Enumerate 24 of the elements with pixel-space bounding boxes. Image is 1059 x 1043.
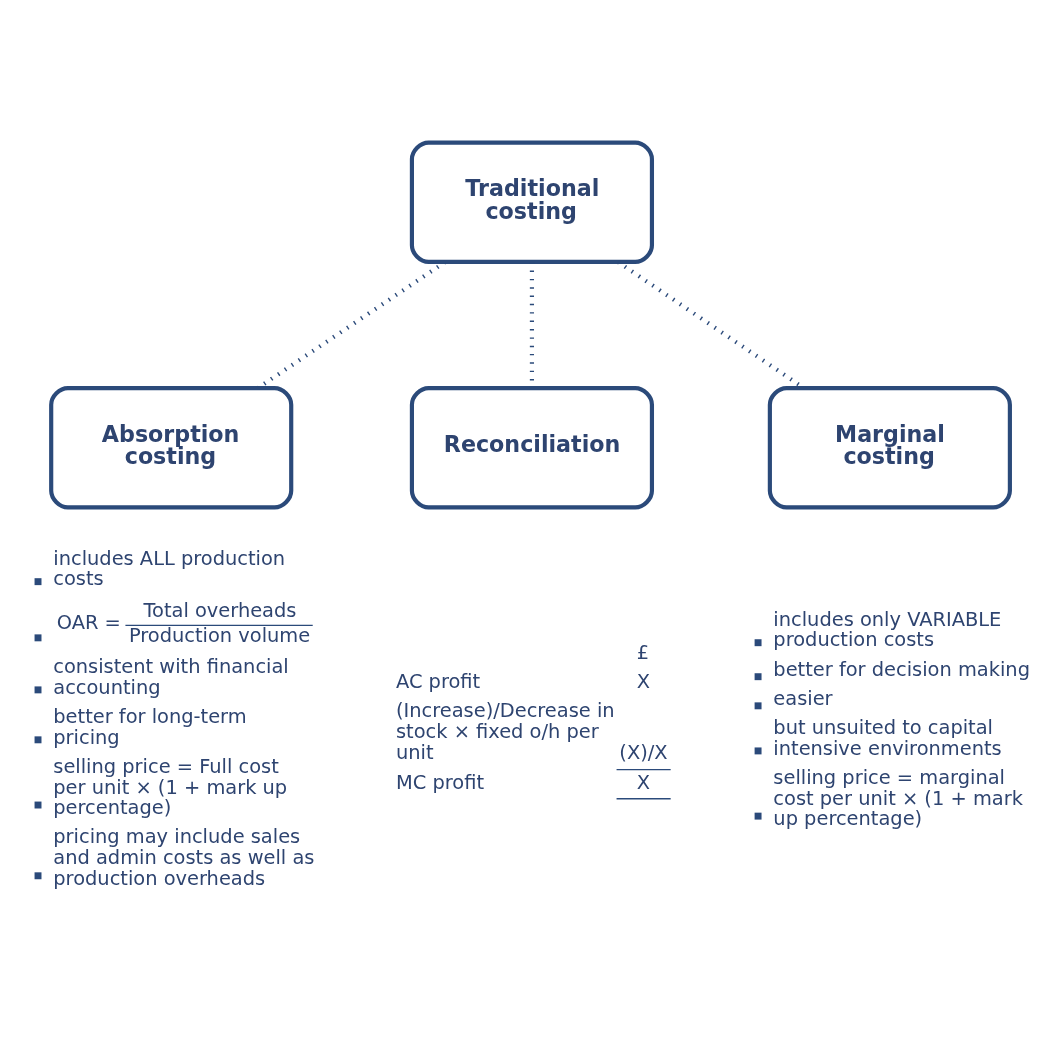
node-label: (Increase)/Decrease in stock × fixed o/h per unit [395,698,615,764]
node-label: Total overheads [143,598,297,622]
node-label: includes only VARIABLE production costs [773,607,1002,651]
node-label: includes ALL production costs [53,546,286,590]
node-label: selling price = Full cost per unit × (1 + mark up percentage) [53,754,288,819]
node-label: OAR = [56,610,121,634]
node-box: Marginal costing [767,385,1012,509]
node-label: selling price = marginal cost per unit × (1 + mark up percentage) [773,765,1023,830]
node-label: better for long-term pricing [53,704,247,749]
node-label: easier [773,686,833,710]
node-box: Traditional costing [409,139,655,264]
node-label: (X)/X [619,740,668,764]
node-label: consistent with financial accounting [53,654,289,699]
node-label: but unsuited to capital intensive environments [773,715,1002,760]
node-label: better for decision making [773,657,1030,681]
node-label: £ [636,640,650,664]
node-label: Production volume [128,623,311,647]
node-box: Reconciliation [409,385,655,509]
node-label: AC profit [395,669,481,693]
node-label: MC profit [395,770,485,794]
node-label: X [636,669,650,693]
node-box: Absorption costing [49,385,294,509]
node-label: pricing may include sales and admin costs as well as production overheads [53,824,315,890]
node-label: X [636,770,650,794]
